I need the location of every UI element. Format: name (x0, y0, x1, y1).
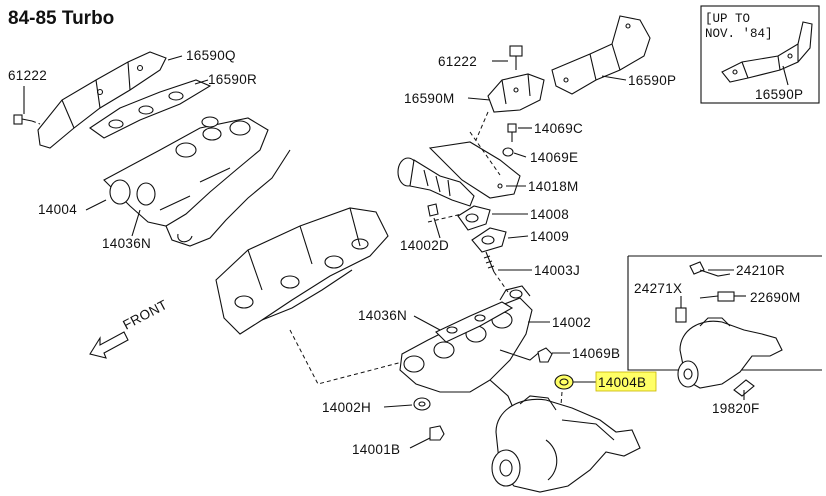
gasket-14009 (471, 227, 507, 253)
washer-14002H (413, 397, 431, 411)
nut-14001B (429, 425, 445, 441)
gasket-16590R (89, 79, 212, 139)
bolt-61222-left (13, 114, 33, 125)
heat-shield-16590P (551, 15, 651, 95)
inset-note-line1: [UP TO (705, 12, 750, 26)
label-14009: 14009 (530, 229, 569, 244)
label-16590P-inset: 16590P (755, 87, 803, 102)
sensor-24210R (689, 261, 731, 277)
exhaust-manifold-left (103, 116, 291, 247)
label-14036N-mid: 14036N (358, 308, 407, 323)
gasket-14036N-mid (435, 301, 514, 343)
stud-14002D (427, 203, 439, 217)
label-14069C: 14069C (534, 121, 583, 136)
label-14004B[interactable]: 14004B (598, 375, 646, 390)
label-14002H: 14002H (322, 400, 371, 415)
turbocharger-main (491, 395, 641, 493)
sensor-22690M (699, 291, 746, 302)
label-16590P: 16590P (628, 73, 676, 88)
turbocharger-inset (677, 317, 783, 389)
nut-14069B (537, 347, 553, 363)
inset-note-line2: NOV. '84] (705, 27, 773, 41)
sensor-24271X (675, 296, 687, 323)
label-14018M: 14018M (528, 179, 579, 194)
gasket-14008 (457, 205, 491, 231)
exhaust-pipe-elbow (397, 157, 475, 207)
label-14001B: 14001B (352, 442, 400, 457)
heat-shield-16590M (487, 73, 545, 113)
heat-shield-16590Q (37, 51, 167, 149)
heat-shield-14018M (428, 141, 521, 199)
highlight-box (595, 371, 657, 392)
stud-14003J (483, 251, 495, 273)
nut-14069E (502, 147, 514, 157)
bracket-19820F (733, 379, 755, 397)
label-14002D: 14002D (400, 238, 449, 253)
bolt-14069C (507, 123, 517, 142)
label-14003J: 14003J (534, 263, 580, 278)
label-22690M: 22690M (750, 290, 801, 305)
label-16590M: 16590M (404, 91, 455, 106)
label-19820F: 19820F (712, 401, 760, 416)
label-14008: 14008 (530, 207, 569, 222)
label-16590R: 16590R (208, 72, 257, 87)
front-label: FRONT (120, 297, 169, 333)
gasket-14004B[interactable] (554, 374, 574, 390)
front-arrow (89, 331, 129, 359)
exhaust-manifold-14002 (399, 285, 543, 411)
label-14069B: 14069B (572, 346, 620, 361)
label-14069E: 14069E (530, 150, 578, 165)
label-14002: 14002 (552, 315, 591, 330)
label-24210R: 24210R (736, 263, 785, 278)
inset-heat-shield (721, 21, 813, 83)
sensor-inset-box (627, 255, 822, 371)
label-14004: 14004 (38, 202, 77, 217)
label-61222-left: 61222 (8, 68, 47, 83)
label-16590Q: 16590Q (186, 48, 236, 63)
label-14036N-left: 14036N (102, 236, 151, 251)
diagram-title: 84-85 Turbo (8, 8, 114, 29)
bolt-61222-mid (509, 45, 523, 70)
inset-box (700, 5, 820, 104)
label-61222-mid: 61222 (438, 54, 477, 69)
cylinder-head-right-bank (215, 207, 389, 335)
label-24271X: 24271X (634, 281, 682, 296)
